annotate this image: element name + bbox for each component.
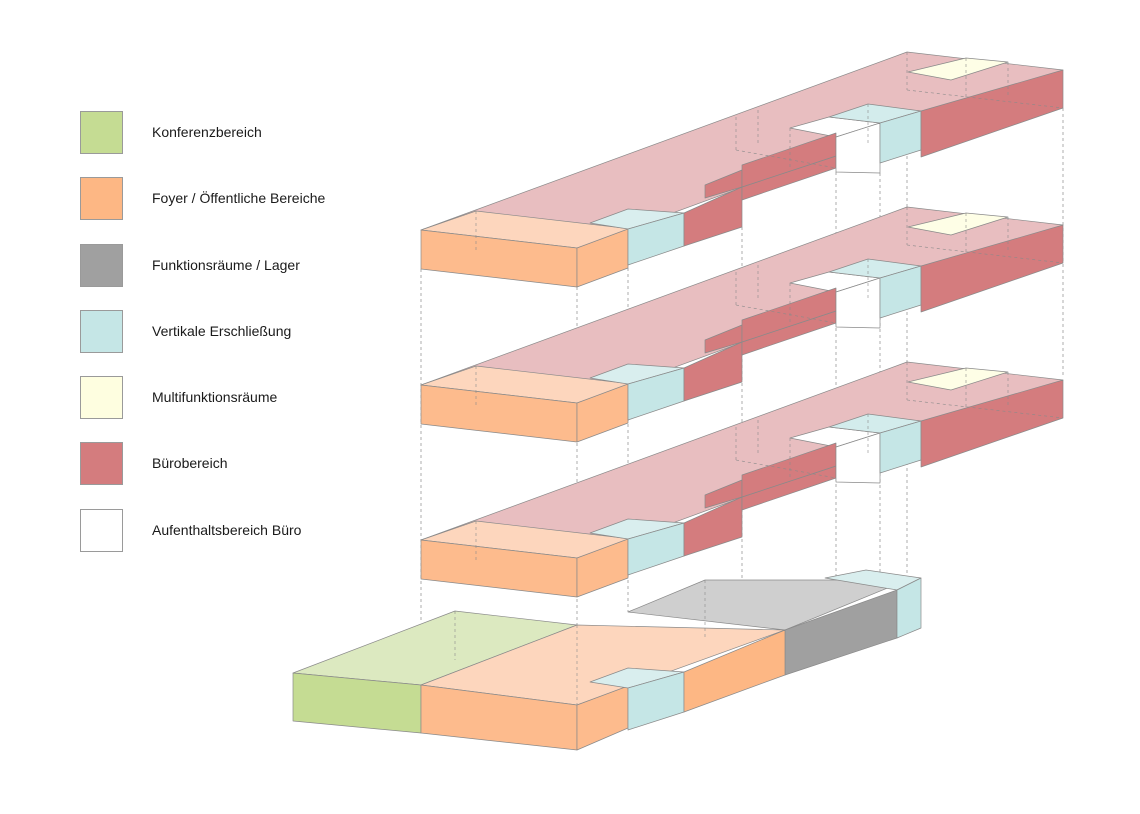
legend-item-funktionsraeume: Funktionsräume / Lager xyxy=(80,244,410,288)
legend-label-funktionsraeume: Funktionsräume / Lager xyxy=(152,257,300,273)
legend-label-erschliessung: Vertikale Erschließung xyxy=(152,323,292,339)
ground-foyer-side-b xyxy=(683,629,786,713)
legend-item-multifunktionsraeume: Multifunktionsräume xyxy=(80,376,410,420)
legend-label-buerobereich: Bürobereich xyxy=(152,455,228,471)
legend-swatch-multifunktionsraeume xyxy=(80,376,123,419)
legend-label-aufenthaltsbereich: Aufenthaltsbereich Büro xyxy=(152,522,302,538)
legend-swatch-erschliessung xyxy=(80,310,123,353)
ground-circulation-side xyxy=(896,577,922,639)
legend-item-konferenzbereich: Konferenzbereich xyxy=(80,111,410,155)
legend-swatch-funktionsraeume xyxy=(80,244,123,287)
legend-swatch-aufenthaltsbereich xyxy=(80,509,123,552)
legend-item-erschliessung: Vertikale Erschließung xyxy=(80,310,410,354)
legend-item-aufenthaltsbereich: Aufenthaltsbereich Büro xyxy=(80,509,410,553)
legend-swatch-buerobereich xyxy=(80,442,123,485)
legend-swatch-foyer xyxy=(80,177,123,220)
legend-item-foyer: Foyer / Öffentliche Bereiche xyxy=(80,177,410,221)
legend-swatch-konferenzbereich xyxy=(80,111,123,154)
legend-label-multifunktionsraeume: Multifunktionsräume xyxy=(152,389,278,405)
legend-label-konferenzbereich: Konferenzbereich xyxy=(152,124,262,140)
legend-label-foyer: Foyer / Öffentliche Bereiche xyxy=(152,190,326,206)
legend-item-buerobereich: Bürobereich xyxy=(80,442,410,486)
ground-floor xyxy=(292,569,922,751)
